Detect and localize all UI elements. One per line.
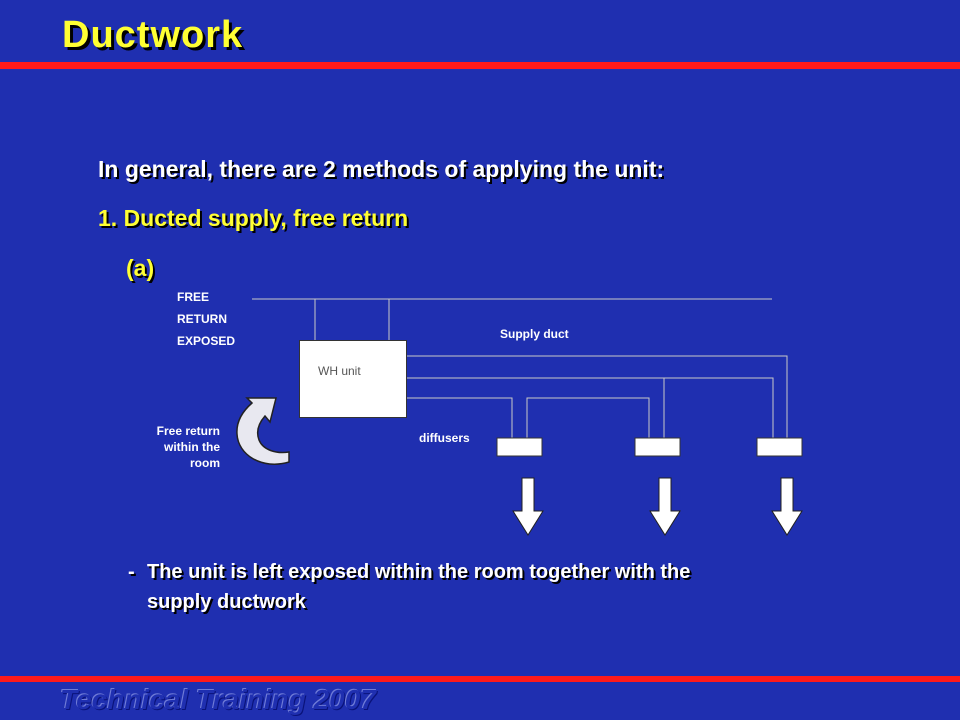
diffuser (634, 437, 681, 457)
intro-text: In general, there are 2 methods of apply… (98, 156, 665, 182)
diffuser (496, 437, 543, 457)
airflow-down-arrow (649, 477, 681, 536)
bullet-point: -The unit is left exposed within the roo… (128, 557, 690, 617)
free-return-curved-arrow (236, 397, 290, 465)
free-return-exposed-label: FREE RETURN EXPOSED (177, 290, 236, 348)
supply-duct-run (405, 377, 774, 438)
method-heading: 1. Ducted supply, free return (98, 205, 409, 231)
slide-title: Ductwork (62, 14, 244, 56)
diffusers-label: diffusers (419, 431, 470, 445)
supply-duct-run (405, 355, 788, 438)
wh-unit-label: WH unit (318, 364, 361, 378)
airflow-down-arrow (771, 477, 803, 536)
supply-duct-label: Supply duct (500, 327, 569, 341)
bullet-line-1: The unit is left exposed within the room… (147, 561, 691, 583)
supply-duct-run (526, 397, 650, 438)
bullet-line-2: supply ductwork (147, 591, 306, 613)
sub-heading: (a) (126, 255, 155, 281)
title-divider (0, 62, 960, 69)
footer-divider (0, 676, 960, 682)
bullet-dash: - (128, 561, 135, 583)
free-return-room-label: Free return within the room (156, 424, 220, 470)
footer-watermark: Technical Training 2007 (60, 684, 376, 715)
wh-unit-box (299, 340, 407, 418)
airflow-down-arrow (512, 477, 544, 536)
diffuser (756, 437, 803, 457)
supply-duct-run (405, 397, 513, 438)
